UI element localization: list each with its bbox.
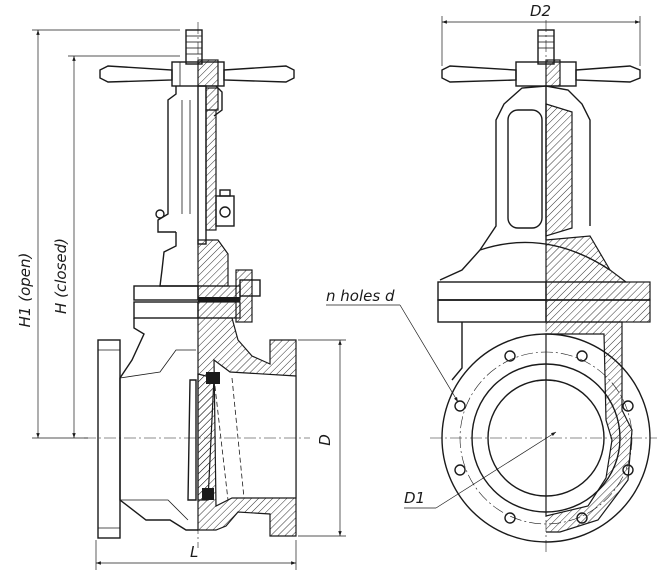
label-l: L: [190, 543, 198, 561]
label-d2: D2: [530, 2, 551, 20]
bolt-hole: [454, 464, 466, 476]
leader-n-holes: [326, 304, 459, 403]
yoke: [155, 85, 235, 245]
bolt-hole: [576, 512, 588, 524]
label-n-holes: n holes d: [326, 287, 395, 305]
label-d1: D1: [404, 489, 425, 507]
bolt-hole: [454, 400, 466, 412]
dim-h: [68, 55, 180, 438]
handwheel: [99, 59, 295, 87]
bolt-hole: [622, 464, 634, 476]
side-view: [32, 22, 346, 570]
label-h1: H1 (open): [16, 253, 34, 328]
dim-l: [95, 540, 297, 570]
dim-d: [298, 339, 346, 537]
bolt-hole: [504, 350, 516, 362]
dim-h1: [32, 29, 180, 439]
stem-top: [185, 29, 203, 65]
front-view: [326, 16, 657, 552]
bolt-hole: [576, 350, 588, 362]
bolt-hole: [504, 512, 516, 524]
label-h: H (closed): [52, 238, 70, 314]
body: [97, 317, 297, 539]
bonnet: [133, 232, 261, 323]
dim-d2: [441, 16, 641, 66]
bolt-hole: [622, 400, 634, 412]
leader-d1: [404, 431, 557, 509]
label-d: D: [316, 434, 334, 446]
